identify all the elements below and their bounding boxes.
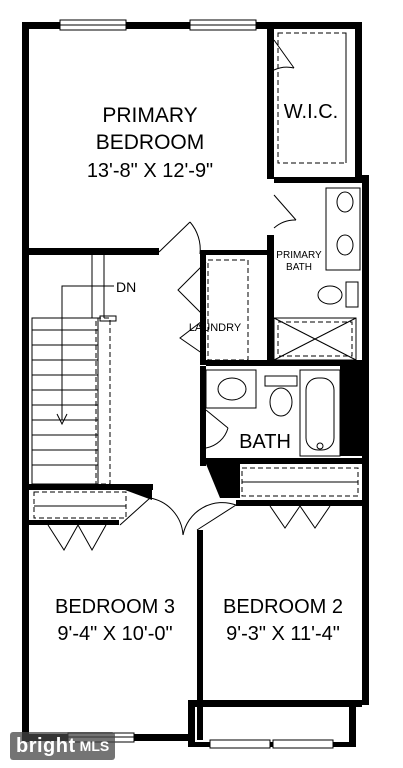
- room-labels: PRIMARY BEDROOM 13'-8" X 12'-9" W.I.C. P…: [55, 101, 343, 645]
- primary-bath-label-line1: PRIMARY: [276, 250, 322, 261]
- bedroom-2-label: BEDROOM 2: [223, 596, 343, 618]
- laundry-label: LAUNDRY: [189, 322, 242, 334]
- stairs: [31, 255, 117, 485]
- bath-fixtures: [205, 369, 341, 457]
- interior-walls: [29, 29, 362, 740]
- bedroom-3-dims: 9'-4" X 10'-0": [57, 623, 172, 645]
- primary-bedroom-dims: 13'-8" X 12'-9": [87, 160, 213, 182]
- primary-bedroom-label-line2: BEDROOM: [96, 131, 205, 154]
- bedroom-closets: [33, 467, 359, 552]
- watermark-brand: bright: [16, 734, 76, 757]
- wic-label: W.I.C.: [284, 101, 338, 123]
- bath-label: BATH: [239, 431, 291, 453]
- hall-doors: [119, 221, 237, 536]
- primary-bedroom-label-line1: PRIMARY: [102, 104, 197, 127]
- primary-bath-fixtures: [273, 187, 361, 361]
- bright-mls-watermark: bright MLS: [10, 732, 116, 760]
- wic-closet-lines: [273, 32, 347, 164]
- bedroom-2-dims: 9'-3" X 11'-4": [226, 623, 340, 645]
- stairs-down-label: DN: [116, 279, 136, 295]
- laundry-fixtures: [177, 259, 249, 361]
- watermark-suffix: MLS: [79, 738, 110, 754]
- bedroom-3-label: BEDROOM 3: [55, 596, 175, 618]
- primary-bath-label-line2: BATH: [286, 262, 312, 273]
